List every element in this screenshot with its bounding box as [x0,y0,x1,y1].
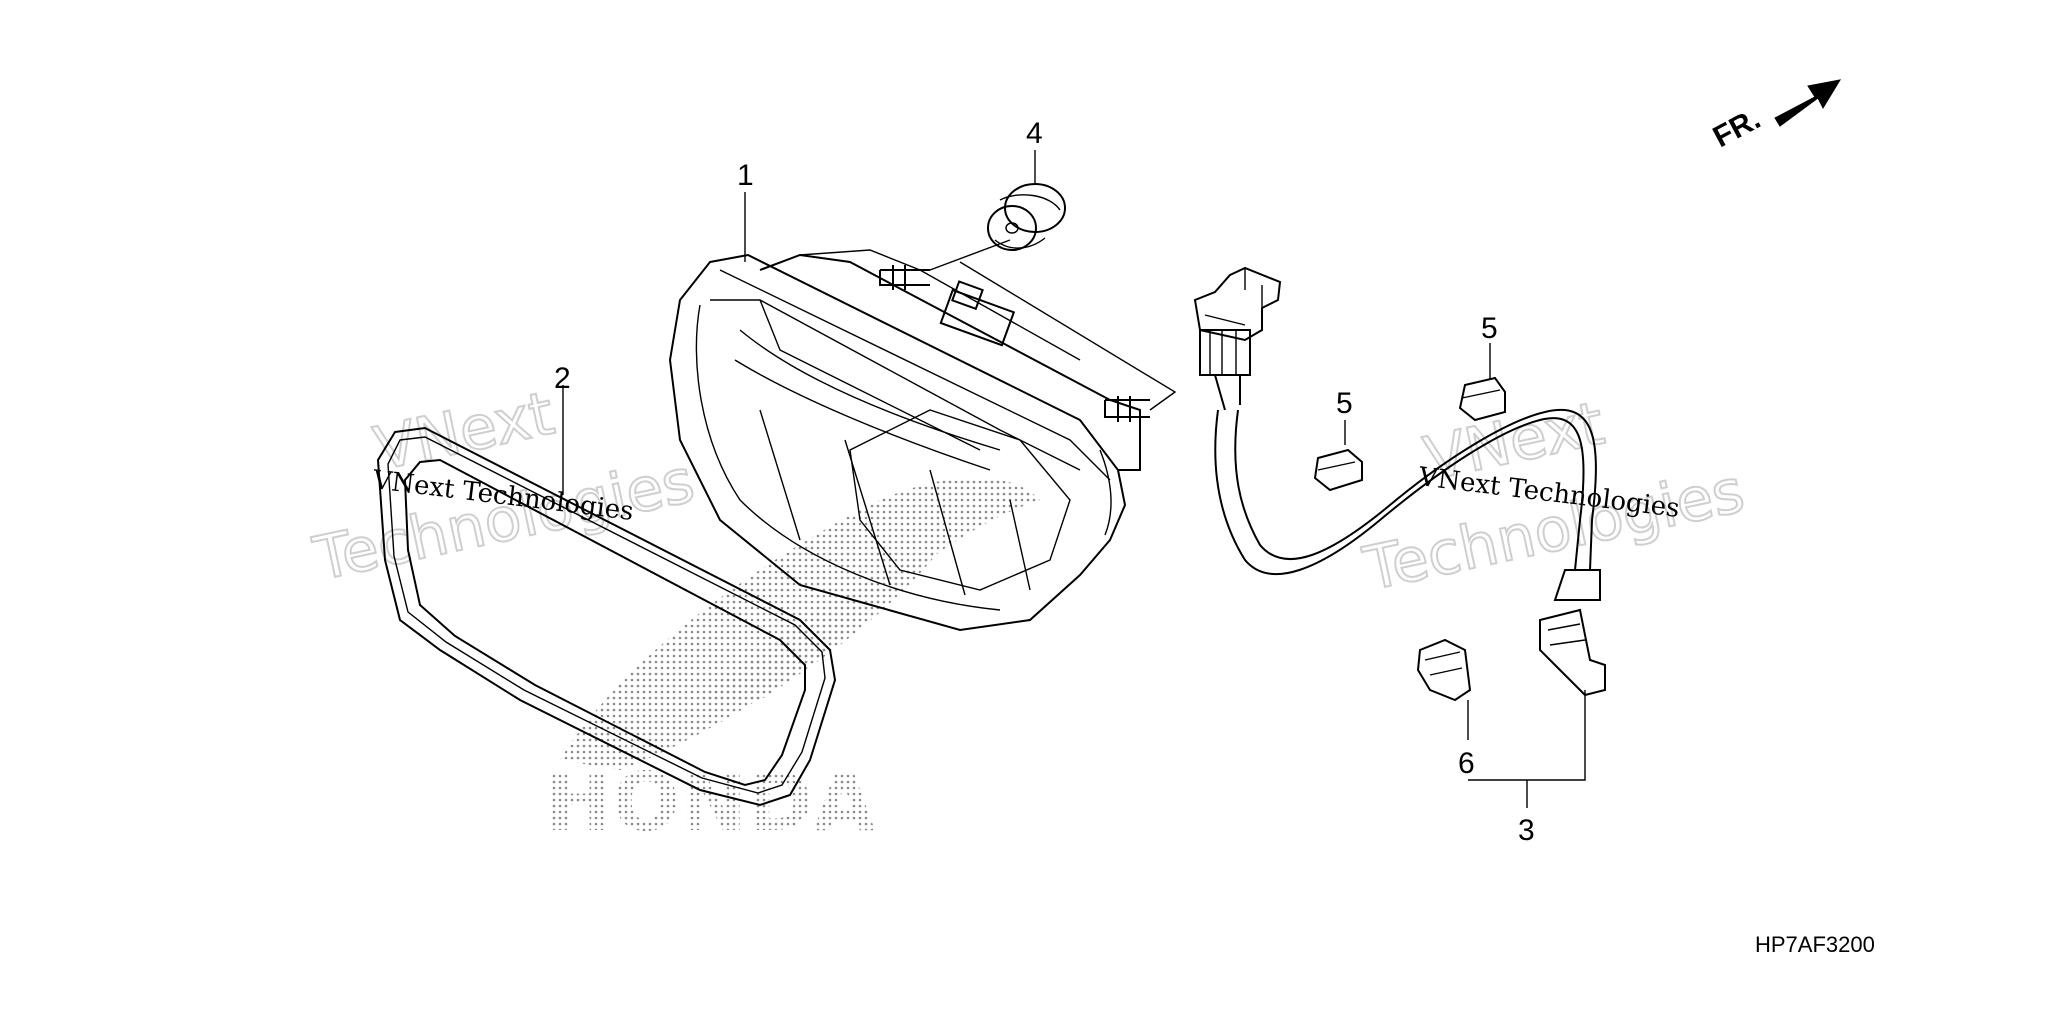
tail-light-housing [668,249,1150,632]
callout-2: 2 [554,362,571,395]
diagram-code: HP7AF3200 [1755,932,1875,957]
lens-frame [376,426,837,807]
honda-logo: HONDA [545,477,1040,849]
arrow-icon [1774,79,1842,127]
callout-4: 4 [1026,117,1043,150]
callout-5: 5 [1336,387,1353,420]
honda-wordmark: HONDA [545,756,875,849]
callout-6: 6 [1458,747,1475,780]
callout-1: 1 [737,159,754,192]
leader-lines [562,150,1586,808]
wire-harness [1193,266,1606,702]
watermark-left: VNext Technologies VNext Technologies [307,378,702,596]
watermark-right: VNext Technologies VNext Technologies [1357,388,1752,606]
direction-label: FR. [1708,102,1766,154]
honda-wing-inner [700,550,940,700]
callout-3: 3 [1518,814,1535,847]
grommet [987,183,1066,251]
callout-5: 5 [1481,312,1498,345]
front-direction-indicator: FR. [1708,79,1842,154]
